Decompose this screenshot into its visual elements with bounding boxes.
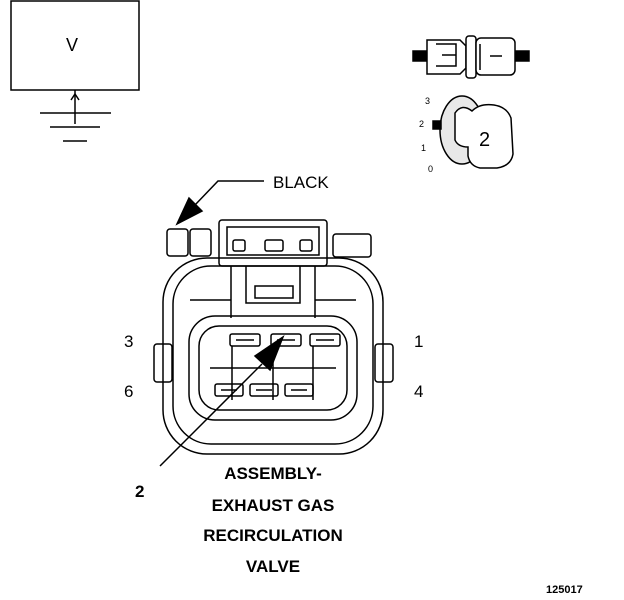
lock-window xyxy=(226,226,320,256)
pin-number-6: 6 xyxy=(124,382,134,401)
pin-2-pointer xyxy=(159,335,285,467)
voltmeter-symbol-label: V xyxy=(66,35,79,55)
terminal-1 xyxy=(309,333,341,347)
component-name-line-1: ASSEMBLY- xyxy=(224,464,322,483)
lock-slot-left xyxy=(232,239,246,252)
pin-2-leader-line xyxy=(159,363,263,467)
pin-number-4: 4 xyxy=(414,382,424,401)
lock-slot-right xyxy=(299,239,313,252)
lock-slot-center xyxy=(264,239,284,252)
black-wire-pointer xyxy=(175,180,264,226)
top-tab-left-2 xyxy=(189,228,212,257)
latch-guide xyxy=(230,266,316,318)
pin-number-1: 1 xyxy=(414,332,424,351)
position-scale-0: 0 xyxy=(428,164,434,174)
pin-number-3: 3 xyxy=(124,332,134,351)
terminal-4 xyxy=(284,383,314,397)
terminal-5 xyxy=(249,383,279,397)
side-view-wire-right xyxy=(514,50,530,62)
component-name-line-2: EXHAUST GAS xyxy=(211,496,335,515)
terminal-6 xyxy=(214,383,244,397)
pin-2-arrowhead xyxy=(253,335,285,372)
connector-face xyxy=(153,219,394,455)
terminal-cavity-outer xyxy=(188,315,358,421)
key-position-marker xyxy=(432,120,442,130)
callout-number: 2 xyxy=(135,482,145,501)
side-view-seal xyxy=(465,35,477,79)
position-scale-2: 2 xyxy=(419,119,425,129)
position-scale-1: 1 xyxy=(421,143,427,153)
black-leader-line xyxy=(194,180,264,206)
side-ear-right xyxy=(374,343,394,383)
figure-number: 125017 xyxy=(546,584,583,596)
top-tab-left-1 xyxy=(166,228,189,257)
wire-color-label: BLACK xyxy=(273,173,329,192)
black-arrowhead xyxy=(175,196,204,226)
voltmeter-symbol xyxy=(10,0,140,142)
component-name-line-4: VALVE xyxy=(245,557,301,576)
side-view-wire-left xyxy=(412,50,428,62)
component-name-line-3: RECIRCULATION xyxy=(203,526,343,545)
terminal-cavity-inner xyxy=(198,325,348,411)
key-position-inset xyxy=(432,95,514,169)
top-tab-right xyxy=(332,233,372,258)
connector-side-view-inset xyxy=(412,35,530,79)
key-head xyxy=(454,103,514,169)
outer-shell-inner-edge xyxy=(172,265,374,445)
side-view-housing-left xyxy=(426,39,467,75)
position-scale-3: 3 xyxy=(425,96,431,106)
key-number: 2 xyxy=(479,129,491,151)
lead-arrow-head xyxy=(70,92,80,101)
latch-block xyxy=(254,285,294,299)
outer-shell xyxy=(162,257,384,455)
terminal-3 xyxy=(229,333,261,347)
